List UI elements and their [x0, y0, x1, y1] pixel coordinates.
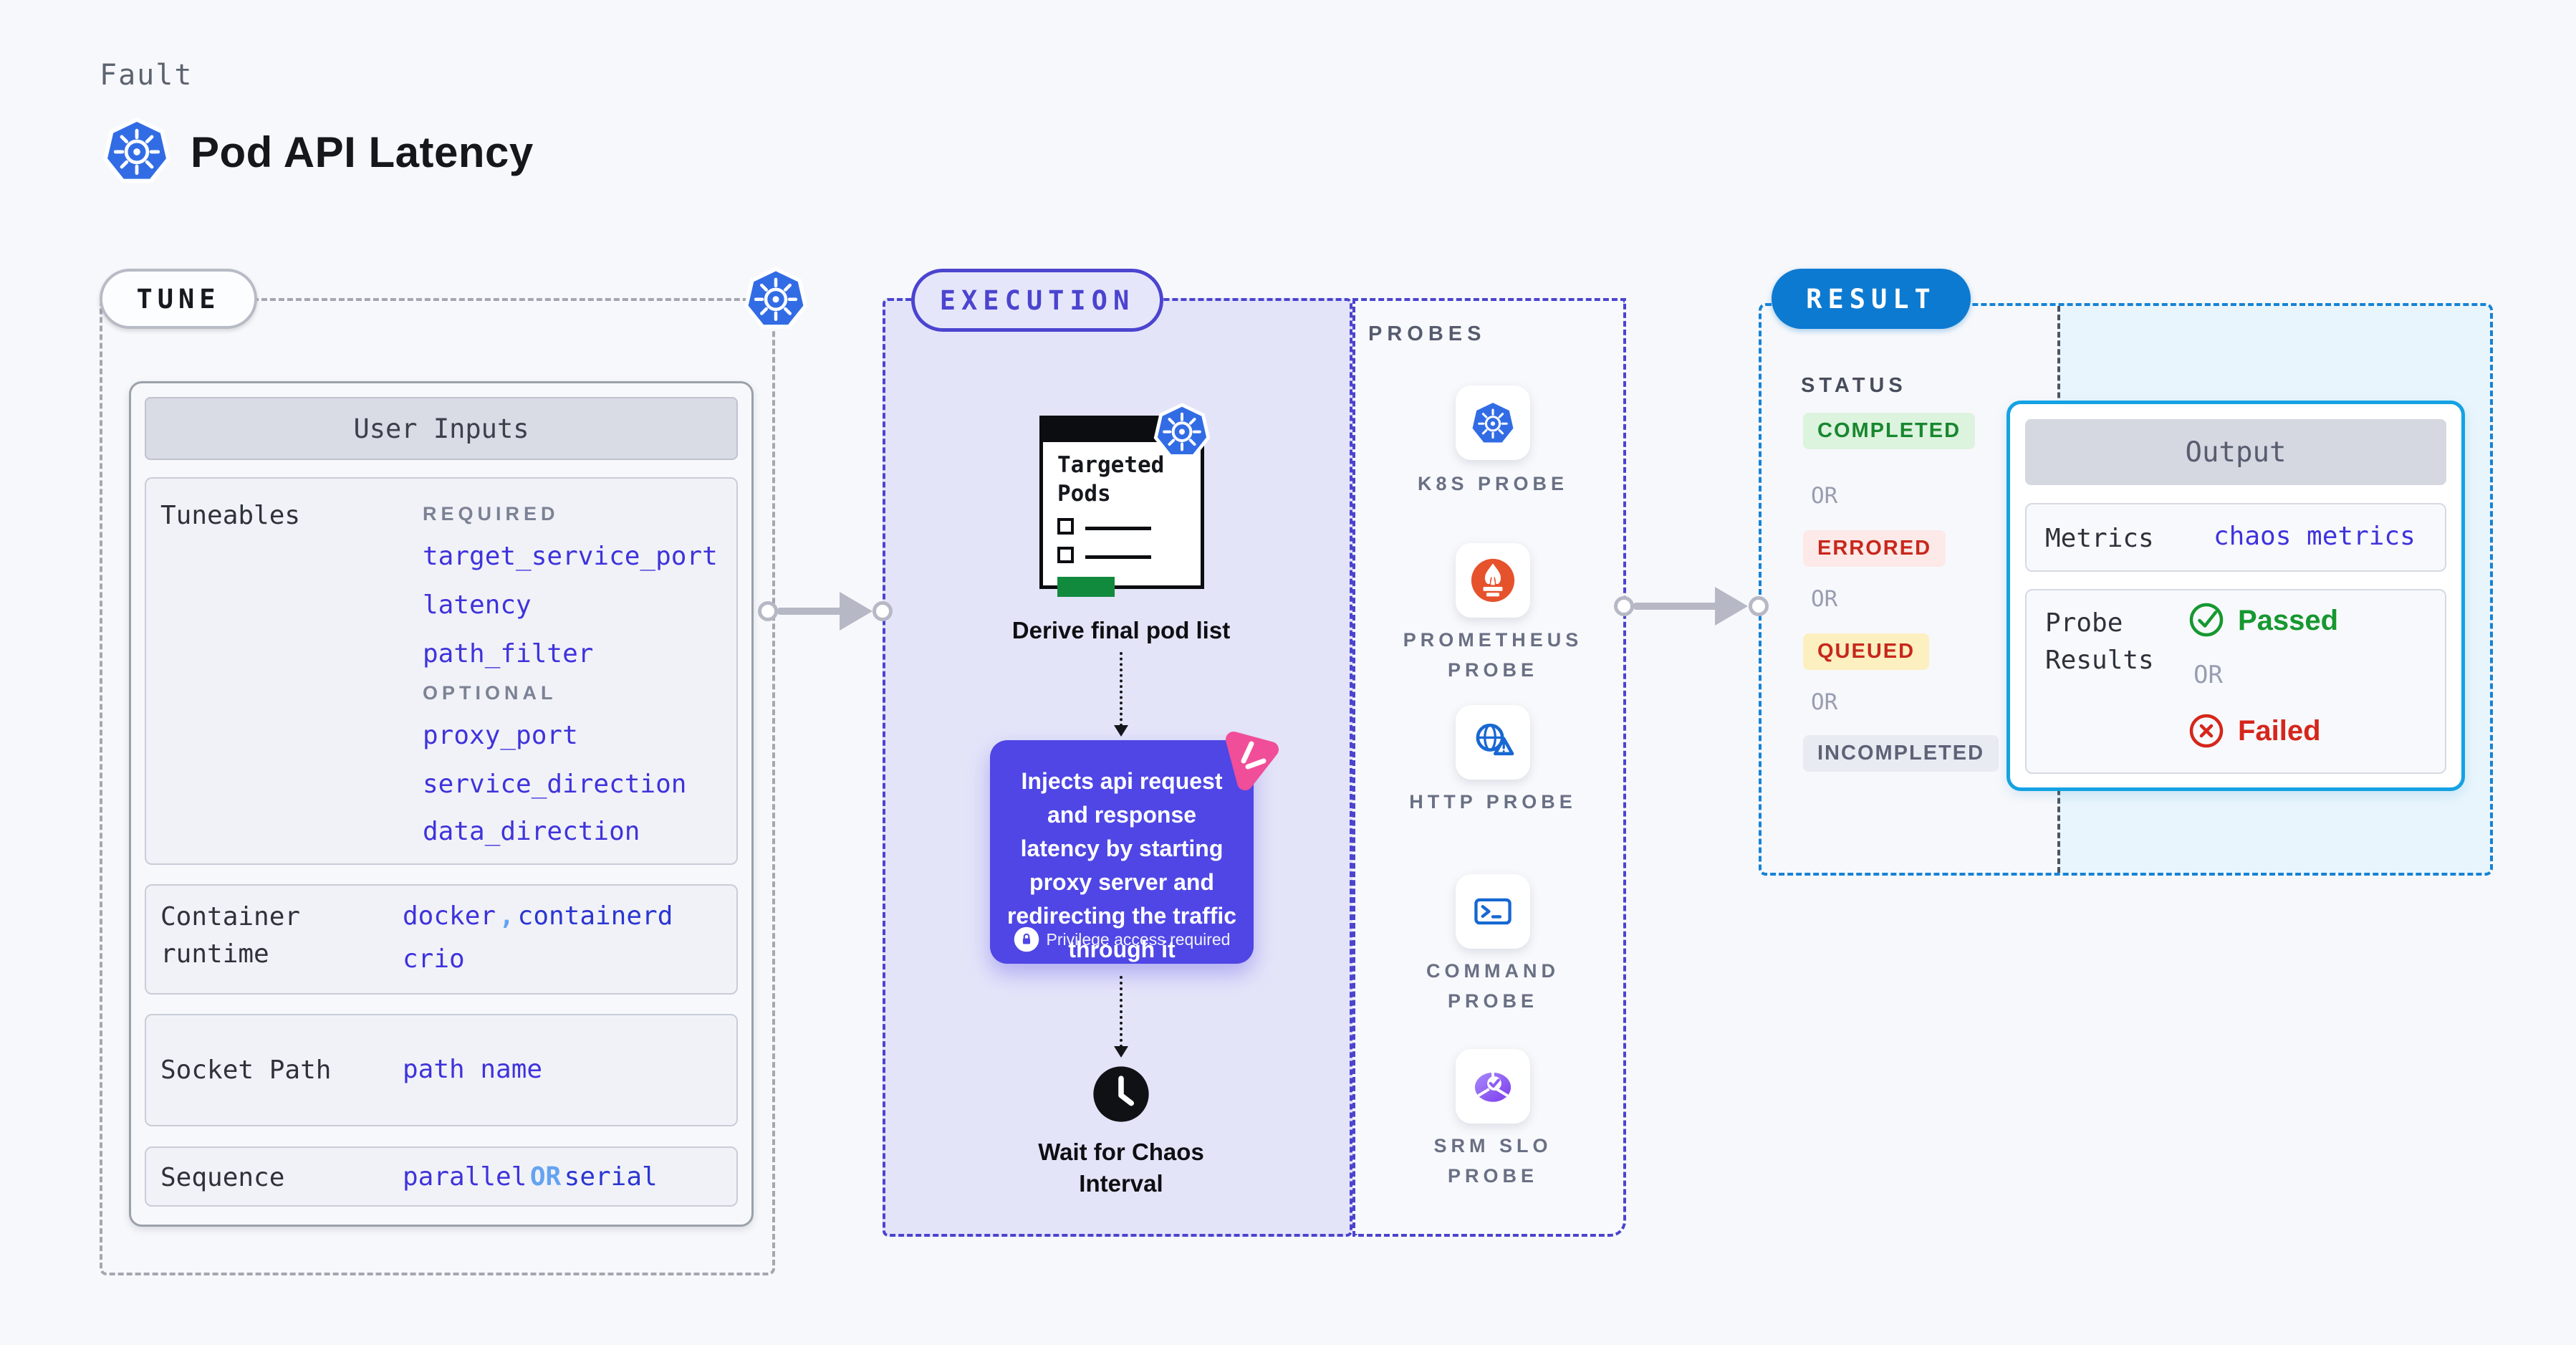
- kubernetes-corner-icon: [744, 267, 808, 330]
- fault-kicker: Fault: [100, 59, 193, 92]
- link-crio[interactable]: crio: [403, 944, 465, 974]
- status-badge-completed: COMPLETED: [1803, 413, 1976, 449]
- pod-progress-bar: [1057, 577, 1115, 597]
- lock-icon: [1014, 926, 1039, 952]
- litmus-chaos-icon: [1226, 732, 1279, 790]
- or-separator: OR: [1811, 483, 1838, 509]
- failed-label: Failed: [2238, 715, 2321, 747]
- user-inputs-header: User Inputs: [145, 397, 738, 460]
- or-separator: OR: [2193, 661, 2223, 689]
- srm-slo-icon: [1474, 1072, 1512, 1102]
- metrics-row: [2025, 503, 2446, 572]
- http-probe-card: [1456, 705, 1530, 780]
- probe-label: COMMAND PROBE: [1426, 960, 1559, 1012]
- runtime-separator: ,: [499, 901, 515, 931]
- srm-slo-probe-card: [1456, 1049, 1530, 1124]
- link-latency[interactable]: latency: [423, 590, 532, 620]
- link-target-service-port[interactable]: target_service_port: [423, 542, 718, 571]
- or-separator: OR: [1811, 586, 1838, 612]
- link-serial[interactable]: serial: [564, 1162, 658, 1192]
- container-runtime-label: Container runtime: [160, 902, 301, 969]
- kubernetes-icon: [1471, 401, 1515, 444]
- link-data-direction[interactable]: data_direction: [423, 817, 640, 846]
- link-proxy-port[interactable]: proxy_port: [423, 721, 578, 750]
- http-globe-icon: [1476, 723, 1514, 756]
- targeted-pods-title: Targeted Pods: [1057, 452, 1165, 507]
- link-chaos-metrics[interactable]: chaos metrics: [2214, 522, 2416, 551]
- probe-results-label: Probe Results: [2045, 608, 2154, 675]
- probe-label: SRM SLO PROBE: [1433, 1135, 1552, 1187]
- tune-pill-label: TUNE: [136, 283, 221, 315]
- result-section-box: [1759, 303, 2493, 876]
- bottom-strip: [0, 1345, 2576, 1365]
- pod-list-item: [1057, 547, 1201, 567]
- passed-check-icon: [2189, 603, 2224, 637]
- result-pill: RESULT: [1772, 269, 1971, 329]
- optional-label: OPTIONAL: [423, 682, 557, 704]
- flow-arrow-down: [1120, 976, 1123, 1048]
- metrics-label: Metrics: [2045, 524, 2154, 553]
- status-badge-queued: QUEUED: [1803, 633, 1930, 670]
- status-badge-incompleted: INCOMPLETED: [1803, 735, 1999, 772]
- execution-pill: EXECUTION: [911, 269, 1163, 332]
- probe-results-row: [2025, 589, 2446, 774]
- flow-arrow-down-head: [1114, 1046, 1128, 1058]
- link-service-direction[interactable]: service_direction: [423, 770, 687, 799]
- socket-path-row: [145, 1014, 738, 1126]
- output-header: Output: [2025, 419, 2446, 485]
- prometheus-probe-card: [1456, 543, 1530, 618]
- k8s-probe-card: [1456, 385, 1530, 460]
- failed-x-icon: [2189, 714, 2224, 748]
- link-docker[interactable]: docker: [403, 901, 496, 931]
- tune-pill: TUNE: [100, 269, 257, 329]
- socket-path-label: Socket Path: [160, 1055, 332, 1085]
- pod-list-item: [1057, 518, 1201, 538]
- link-path-filter[interactable]: path_filter: [423, 639, 594, 669]
- probe-label: PROMETHEUS PROBE: [1403, 629, 1583, 681]
- output-header-label: Output: [2185, 436, 2287, 469]
- link-parallel[interactable]: parallel: [403, 1162, 527, 1192]
- probe-label: HTTP PROBE: [1409, 791, 1577, 813]
- wait-chaos-interval-label: Wait for Chaos Interval: [1038, 1139, 1204, 1197]
- command-probe-card: [1456, 874, 1530, 949]
- tune-section-box: [100, 298, 775, 1275]
- link-containerd[interactable]: containerd: [517, 901, 673, 931]
- clock-icon: [1093, 1066, 1149, 1122]
- result-pill-label: RESULT: [1806, 283, 1936, 315]
- required-label: REQUIRED: [423, 503, 559, 525]
- injection-description-box: Injects api request and response latency…: [990, 740, 1254, 964]
- passed-label: Passed: [2238, 605, 2339, 636]
- status-label: STATUS: [1801, 374, 1907, 397]
- probe-label: K8S PROBE: [1417, 473, 1569, 494]
- prometheus-icon: [1471, 558, 1515, 603]
- container-runtime-row: [145, 884, 738, 995]
- page-title: Pod API Latency: [191, 128, 534, 176]
- link-path-name[interactable]: path name: [403, 1055, 543, 1084]
- terminal-icon: [1474, 898, 1512, 925]
- flow-arrow-down-head: [1114, 725, 1128, 737]
- derive-pod-list-label: Derive final pod list: [1011, 617, 1231, 643]
- user-inputs-header-label: User Inputs: [353, 413, 529, 444]
- sequence-label: Sequence: [160, 1163, 285, 1192]
- status-badge-errored: ERRORED: [1803, 530, 1946, 567]
- or-separator: OR: [1811, 689, 1838, 715]
- kubernetes-logo-icon: [102, 116, 171, 185]
- probes-panel-label: PROBES: [1368, 322, 1486, 345]
- injection-description-text: Injects api request and response latency…: [1006, 768, 1237, 962]
- sequence-row: [145, 1146, 738, 1207]
- sequence-or: OR: [529, 1162, 562, 1192]
- flow-arrow-down: [1120, 652, 1123, 727]
- tuneables-label: Tuneables: [160, 501, 301, 530]
- privilege-note: Privilege access required: [1046, 929, 1231, 949]
- tuneables-row: [145, 477, 738, 865]
- kubernetes-pods-icon: [1153, 403, 1211, 459]
- execution-pill-label: EXECUTION: [939, 284, 1135, 316]
